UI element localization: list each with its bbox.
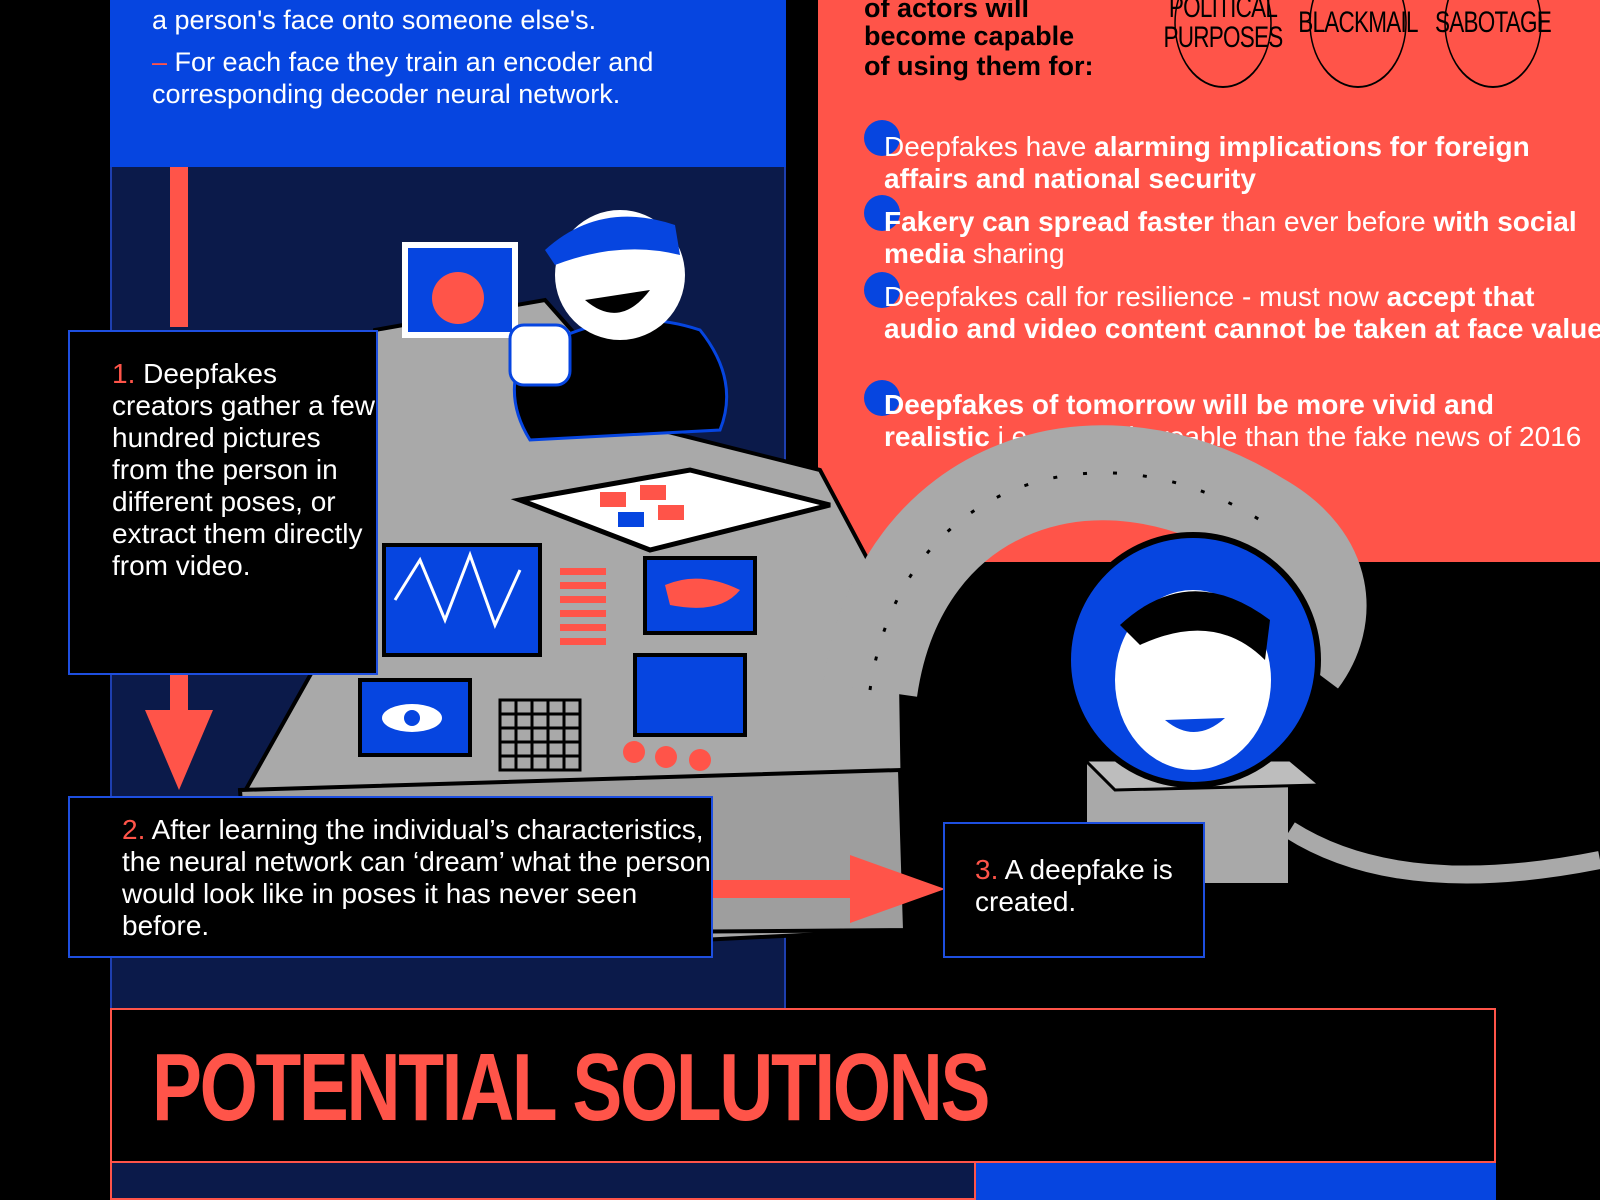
step-1-number: 1. (112, 358, 136, 389)
bullet-2: Fakery can spread faster than ever befor… (884, 206, 1600, 270)
intro-line-2-text: For each face they train an encoder and (174, 47, 654, 77)
badge-political-bottom: PURPOSES (1163, 21, 1283, 54)
bullet-3-bold: accept that audio and video content cann… (884, 281, 1600, 344)
graph-screen (382, 543, 542, 657)
step-2-box: 2. After learning the individual’s chara… (68, 796, 713, 958)
step-3-box: 3. A deepfake is created. (943, 822, 1205, 958)
step-1-text: Deepfakes creators gather a few hundred … (112, 358, 376, 581)
badge-political-top: POLITICAL (1168, 0, 1278, 24)
intro-line-3: corresponding decoder neural network. (152, 79, 621, 109)
bullet-dot-4 (864, 380, 900, 416)
step-2-text: After learning the individual’s characte… (122, 814, 711, 941)
intro-line-1: a person's face onto someone else's. (152, 5, 597, 35)
bullet-2-text-2: sharing (964, 238, 1065, 269)
intro-dash: – (152, 47, 168, 77)
bullet-1-text: Deepfakes have (884, 131, 1095, 162)
grid-panel (498, 698, 582, 772)
threats-intro-line-1: of actors will (864, 0, 1030, 23)
badge-blackmail: BLACKMAIL (1298, 0, 1419, 88)
bullet-4-bold: Deepfakes of tomorrow will be more vivid… (884, 389, 1494, 452)
bullet-1: Deepfakes have alarming implications for… (884, 131, 1600, 195)
connector-line-top (170, 167, 188, 327)
threats-intro-line-3: of using them for: (864, 51, 1094, 81)
badge-sabotage-label: SABOTAGE (1434, 6, 1552, 39)
step-3-text: A deepfake is created. (975, 854, 1173, 917)
bullet-2-bold-2: with social media (884, 206, 1577, 269)
arrow-right-icon (850, 855, 945, 923)
badge-blackmail-label: BLACKMAIL (1298, 6, 1418, 39)
bullet-1-bold: alarming implications for foreign affair… (884, 131, 1530, 194)
intro-panel: a person's face onto someone else's. – F… (110, 0, 786, 167)
output-cable (1285, 822, 1600, 884)
stripes-panel (560, 568, 606, 645)
threats-intro-line-2: become capable (864, 21, 1075, 51)
solutions-title: POTENTIAL SOLUTIONS (152, 1034, 990, 1141)
intro-line-2: – For each face they train an encoder an… (152, 46, 653, 78)
bullet-dot-1 (864, 120, 900, 156)
bullet-2-bold-1: Fakery can spread faster (884, 206, 1214, 237)
solutions-section: POTENTIAL SOLUTIONS (110, 1008, 1496, 1163)
bullet-dot-2 (864, 195, 900, 231)
wave-screen (633, 653, 747, 737)
bullet-2-text-1: than ever before (1213, 206, 1434, 237)
step-2-number: 2. (122, 814, 146, 845)
bullet-3: Deepfakes call for resilience - must now… (884, 281, 1600, 345)
bullet-3-text: Deepfakes call for resilience - must now (884, 281, 1387, 312)
connector-line-bottom (170, 675, 188, 715)
solution-card-left (110, 1163, 976, 1200)
step-1-box: 1. Deepfakes creators gather a few hundr… (68, 330, 378, 675)
arrow-down-icon (145, 710, 213, 790)
solution-card-right (976, 1163, 1496, 1200)
machine-hose (822, 425, 1367, 698)
bullet-dot-3 (864, 272, 900, 308)
graph-line-icon (393, 550, 522, 629)
arrow-right-line (700, 880, 860, 898)
threats-panel: of actors will become capable of using t… (818, 0, 1600, 562)
step-3-number: 3. (975, 854, 999, 885)
